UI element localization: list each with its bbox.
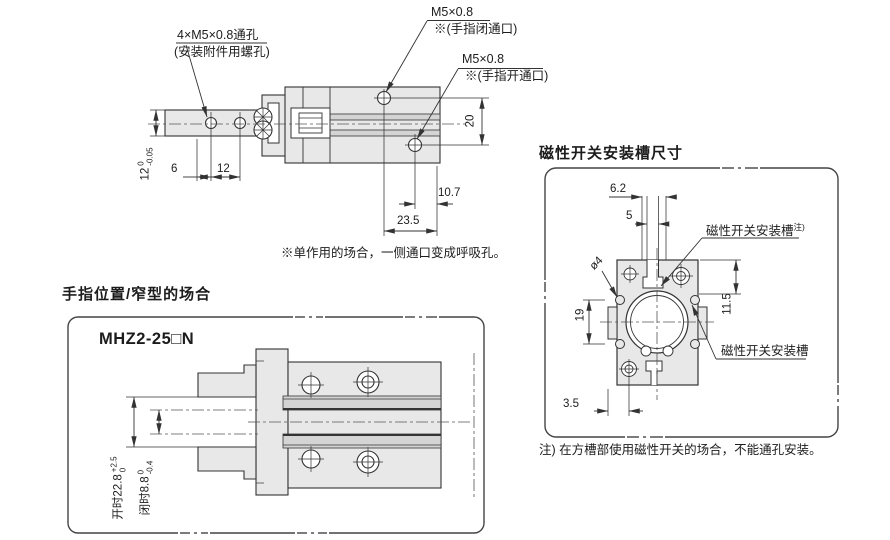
narrow-type-heading: 手指位置/窄型的场合 bbox=[62, 286, 212, 303]
dim-23-5-label: 23.5 bbox=[397, 215, 420, 227]
narrow-type-drawing bbox=[67, 312, 485, 538]
callout-close-port-thread: M5×0.8 bbox=[431, 5, 474, 19]
switch-groove-drawing bbox=[540, 163, 843, 442]
groove-note: 注) 在方槽部使用磁性开关的场合，不能通孔安装。 bbox=[539, 443, 822, 457]
single-acting-note: ※单作用的场合，一侧通口变成呼吸孔。 bbox=[281, 246, 507, 260]
callout-mount-holes-line2: (安装附件用螺孔) bbox=[174, 45, 270, 59]
top-view-drawing bbox=[148, 20, 543, 236]
dim-10-7-label: 10.7 bbox=[438, 187, 461, 199]
callout-open-port-thread: M5×0.8 bbox=[462, 52, 505, 66]
dim-20-label: 20 bbox=[464, 114, 477, 128]
roller-bearing-icon bbox=[253, 107, 273, 140]
dim-6-label: 6 bbox=[171, 163, 178, 175]
square-groove-label: 磁性开关安装槽注) bbox=[706, 222, 805, 239]
model-number: MHZ2-25□N bbox=[99, 330, 195, 348]
dim-6-2-label: 6.2 bbox=[610, 183, 626, 195]
callout-open-port-label: ※(手指开通口) bbox=[465, 69, 549, 83]
dim-12-label: 12 bbox=[217, 163, 230, 175]
dim-width-tolerance-label: 12 0-0.05 bbox=[136, 147, 155, 181]
callout-mount-holes-line1: 4×M5×0.8通孔 bbox=[177, 28, 259, 42]
callout-close-port-label: ※(手指闭通口) bbox=[434, 22, 518, 36]
dim-19-label: 19 bbox=[574, 308, 587, 322]
dim-closed-width-label: 闭时8.8 0-0.4 bbox=[136, 460, 155, 516]
dim-11-5-label: 11.5 bbox=[721, 293, 734, 315]
dim-5-label: 5 bbox=[626, 210, 633, 222]
switch-groove-heading: 磁性开关安装槽尺寸 bbox=[539, 145, 684, 162]
dim-3-5-label: 3.5 bbox=[563, 398, 579, 410]
round-groove-label: 磁性开关安装槽 bbox=[721, 344, 809, 358]
